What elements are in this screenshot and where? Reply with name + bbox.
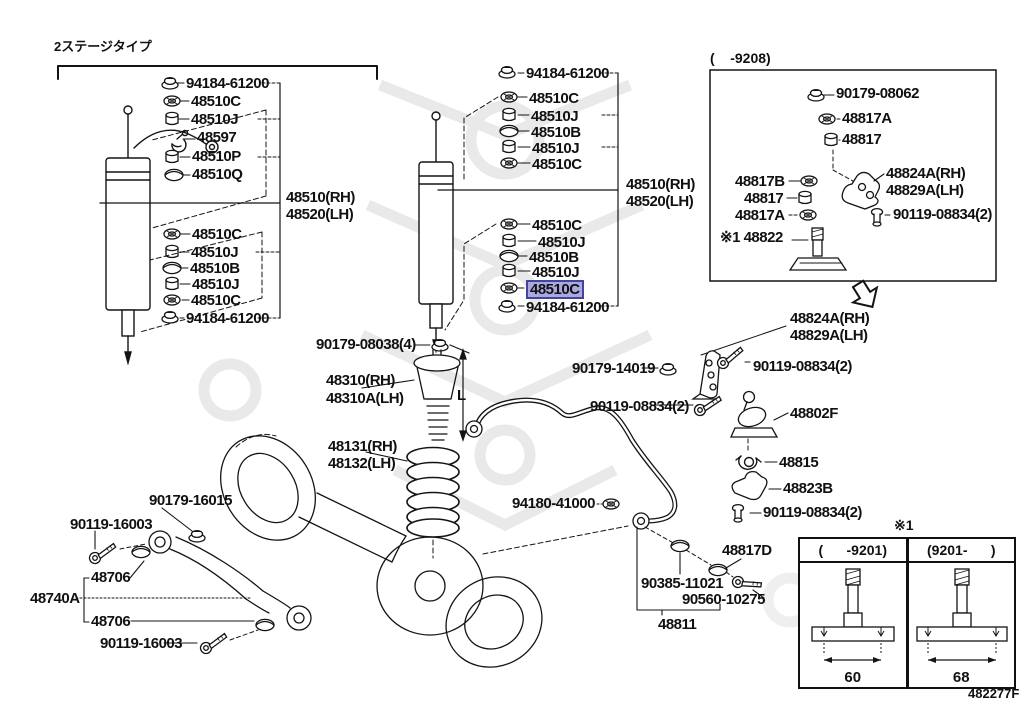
part-number-48510p[interactable]: 48510P — [192, 148, 241, 165]
part-number-48510c[interactable]: 48510C — [191, 292, 241, 309]
part-number-48510c[interactable]: 48510C — [532, 217, 582, 234]
part-number-90179-14019[interactable]: 90179-14019 — [572, 360, 655, 377]
part-number-48510j[interactable]: 48510J — [538, 234, 586, 251]
part-number-94184-61200[interactable]: 94184-61200 — [186, 75, 269, 92]
part-number-48597[interactable]: 48597 — [197, 129, 237, 146]
variant-dimension-1: 68 — [952, 669, 970, 686]
part-number-90179-08062[interactable]: 90179-08062 — [836, 85, 919, 102]
part-number-94184-61200[interactable]: 94184-61200 — [186, 310, 269, 327]
part-number-48510c[interactable]: 48510C — [528, 281, 582, 298]
part-number-48823b[interactable]: 48823B — [783, 480, 833, 497]
part-number-48510c[interactable]: 48510C — [191, 93, 241, 110]
part-number-90119-08834-2[interactable]: 90119-08834(2) — [753, 358, 852, 375]
stud-drawing-68 — [915, 568, 1008, 663]
part-number-48510b[interactable]: 48510B — [190, 260, 240, 277]
part-number-48310a-lh[interactable]: 48310A(LH) — [326, 390, 404, 407]
part-number-48510q[interactable]: 48510Q — [192, 166, 243, 183]
part-number-90179-08038-4[interactable]: 90179-08038(4) — [316, 336, 416, 353]
part-number-48510c[interactable]: 48510C — [529, 90, 579, 107]
part-number-48510j[interactable]: 48510J — [532, 140, 580, 157]
part-number-48706[interactable]: 48706 — [91, 613, 131, 630]
part-number-48817[interactable]: 48817 — [842, 131, 882, 148]
part-number-94184-61200[interactable]: 94184-61200 — [526, 299, 609, 316]
part-number-94184-61200[interactable]: 94184-61200 — [526, 65, 609, 82]
part-number-48815[interactable]: 48815 — [779, 454, 819, 471]
variant-dimension-0: 60 — [844, 669, 862, 686]
two-stage-type-note: 2ステージタイプ — [54, 39, 152, 54]
part-number-48132-lh[interactable]: 48132(LH) — [328, 455, 396, 472]
part-number-48824a-rh[interactable]: 48824A(RH) — [886, 165, 966, 182]
part-number-90119-16003[interactable]: 90119-16003 — [70, 516, 153, 533]
part-number-90119-08834-2[interactable]: 90119-08834(2) — [763, 504, 862, 521]
part-number-48817[interactable]: 48817 — [744, 190, 784, 207]
part-number-48802f[interactable]: 48802F — [790, 405, 838, 422]
part-number-94180-41000[interactable]: 94180-41000 — [512, 495, 595, 512]
variant-header-1: (9201- ) — [908, 539, 1014, 563]
part-number-48510j[interactable]: 48510J — [531, 108, 579, 125]
part-number-48510-rh[interactable]: 48510(RH) — [626, 176, 695, 193]
note-l: L — [457, 387, 467, 404]
part-number-48510j[interactable]: 48510J — [532, 264, 580, 281]
part-number-90119-08834-2[interactable]: 90119-08834(2) — [893, 206, 992, 223]
part-number-48824a-rh[interactable]: 48824A(RH) — [790, 310, 870, 327]
part-number-90119-08834-2[interactable]: 90119-08834(2) — [590, 398, 689, 415]
table-note: ※1 — [894, 517, 914, 533]
part-number-48829a-lh[interactable]: 48829A(LH) — [790, 327, 868, 344]
part-number-1-48822[interactable]: ※1 48822 — [720, 229, 783, 246]
drawing-code: 482277F — [968, 686, 1020, 701]
part-number-48817a[interactable]: 48817A — [735, 207, 785, 224]
stud-drawing-60 — [811, 568, 895, 663]
variant-range-note: ( -9208) — [710, 50, 771, 66]
part-number-48817b[interactable]: 48817B — [735, 173, 785, 190]
part-number-48520-lh[interactable]: 48520(LH) — [626, 193, 694, 210]
variant-table: ( -9201) 60 (9201- ) — [798, 537, 1016, 689]
part-number-90385-11021[interactable]: 90385-11021 — [641, 575, 724, 592]
part-number-90560-10275[interactable]: 90560-10275 — [682, 591, 765, 608]
variant-column-pre9201: ( -9201) 60 — [800, 539, 909, 687]
part-number-90119-16003[interactable]: 90119-16003 — [100, 635, 183, 652]
variant-column-9201on: (9201- ) 68 — [908, 539, 1014, 687]
part-number-48131-rh[interactable]: 48131(RH) — [328, 438, 397, 455]
variant-header-0: ( -9201) — [800, 539, 906, 563]
part-number-48829a-lh[interactable]: 48829A(LH) — [886, 182, 964, 199]
part-number-48510b[interactable]: 48510B — [531, 124, 581, 141]
part-number-48520-lh[interactable]: 48520(LH) — [286, 206, 354, 223]
part-number-90179-16015[interactable]: 90179-16015 — [149, 492, 232, 509]
part-number-48510c[interactable]: 48510C — [532, 156, 582, 173]
part-number-48510j[interactable]: 48510J — [191, 111, 239, 128]
part-number-48510-rh[interactable]: 48510(RH) — [286, 189, 355, 206]
part-number-48510j[interactable]: 48510J — [192, 276, 240, 293]
part-number-48817d[interactable]: 48817D — [722, 542, 772, 559]
part-number-48510c[interactable]: 48510C — [192, 226, 242, 243]
part-number-48510j[interactable]: 48510J — [191, 244, 239, 261]
part-number-48811[interactable]: 48811 — [658, 616, 697, 633]
part-number-48510b[interactable]: 48510B — [529, 249, 579, 266]
part-number-48740a[interactable]: 48740A — [30, 590, 80, 607]
part-number-48706[interactable]: 48706 — [91, 569, 131, 586]
part-number-48817a[interactable]: 48817A — [842, 110, 892, 127]
part-number-48310-rh[interactable]: 48310(RH) — [326, 372, 395, 389]
